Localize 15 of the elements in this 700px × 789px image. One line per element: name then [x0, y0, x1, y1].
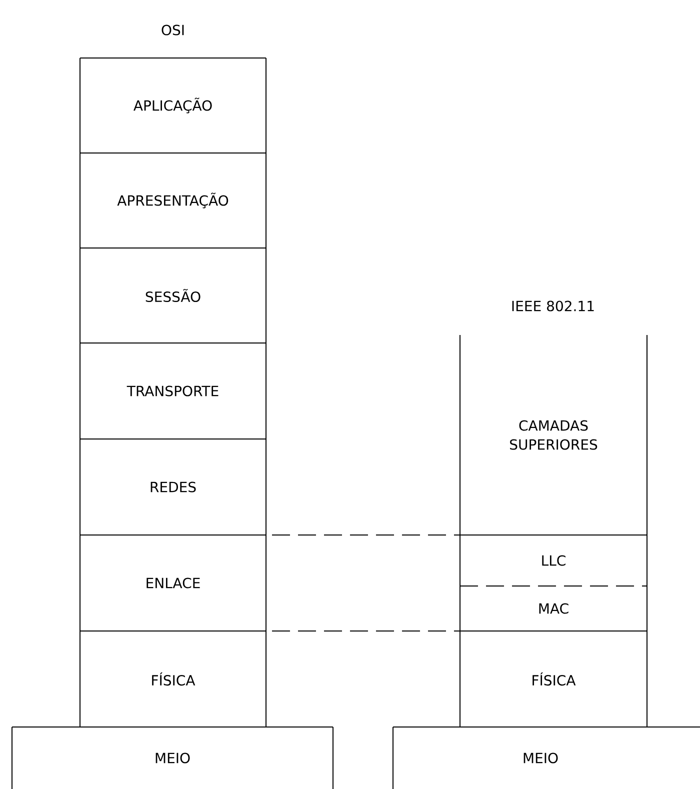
stack-title: OSI — [162, 24, 184, 36]
stack-title: IEEE 802.11 — [512, 300, 594, 312]
layer-box: FÍSICA — [460, 630, 648, 728]
layer-box: MEIO — [392, 726, 700, 789]
layer-box: MEIO — [12, 726, 334, 789]
layer-box: LLC — [460, 534, 648, 586]
layer-box: REDES — [80, 438, 266, 536]
layer-box: SESSÃO — [80, 248, 266, 344]
layer-box: CAMADAS SUPERIORES — [460, 334, 648, 536]
layer-box: TRANSPORTE — [80, 342, 266, 440]
layer-box: ENLACE — [80, 534, 266, 632]
layer-box: MAC — [460, 586, 648, 632]
layer-box: APLICAÇÃO — [80, 58, 266, 154]
layer-box: FÍSICA — [80, 630, 266, 728]
layer-box: APRESENTAÇÃO — [80, 152, 266, 248]
